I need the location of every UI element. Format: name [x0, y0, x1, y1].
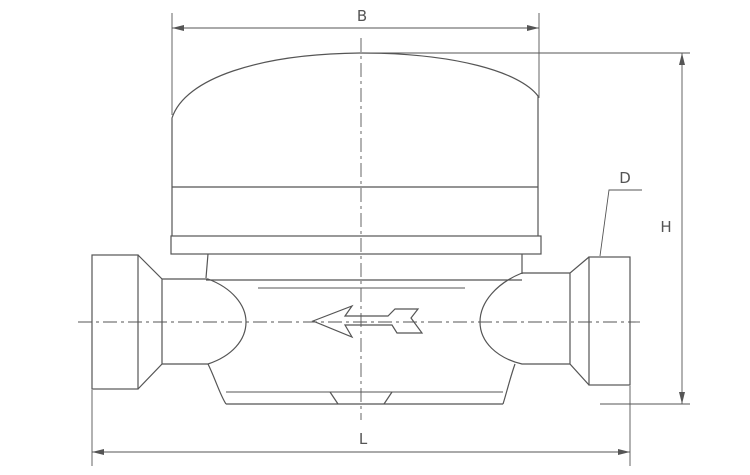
flange-ring	[170, 235, 542, 255]
flow-direction-arrow	[258, 287, 465, 339]
dimension-b: B	[171, 7, 540, 115]
register-cap	[171, 52, 539, 236]
dimension-l-label: L	[359, 430, 368, 448]
dimension-d-label: D	[619, 169, 631, 187]
dimension-h-label: H	[660, 218, 671, 236]
dimension-b-label: B	[357, 7, 367, 25]
meter-body	[205, 253, 523, 405]
right-connection	[479, 256, 631, 386]
dimension-d: D	[599, 169, 642, 257]
dimension-l: L	[91, 386, 631, 466]
dimension-h: H	[360, 52, 690, 405]
